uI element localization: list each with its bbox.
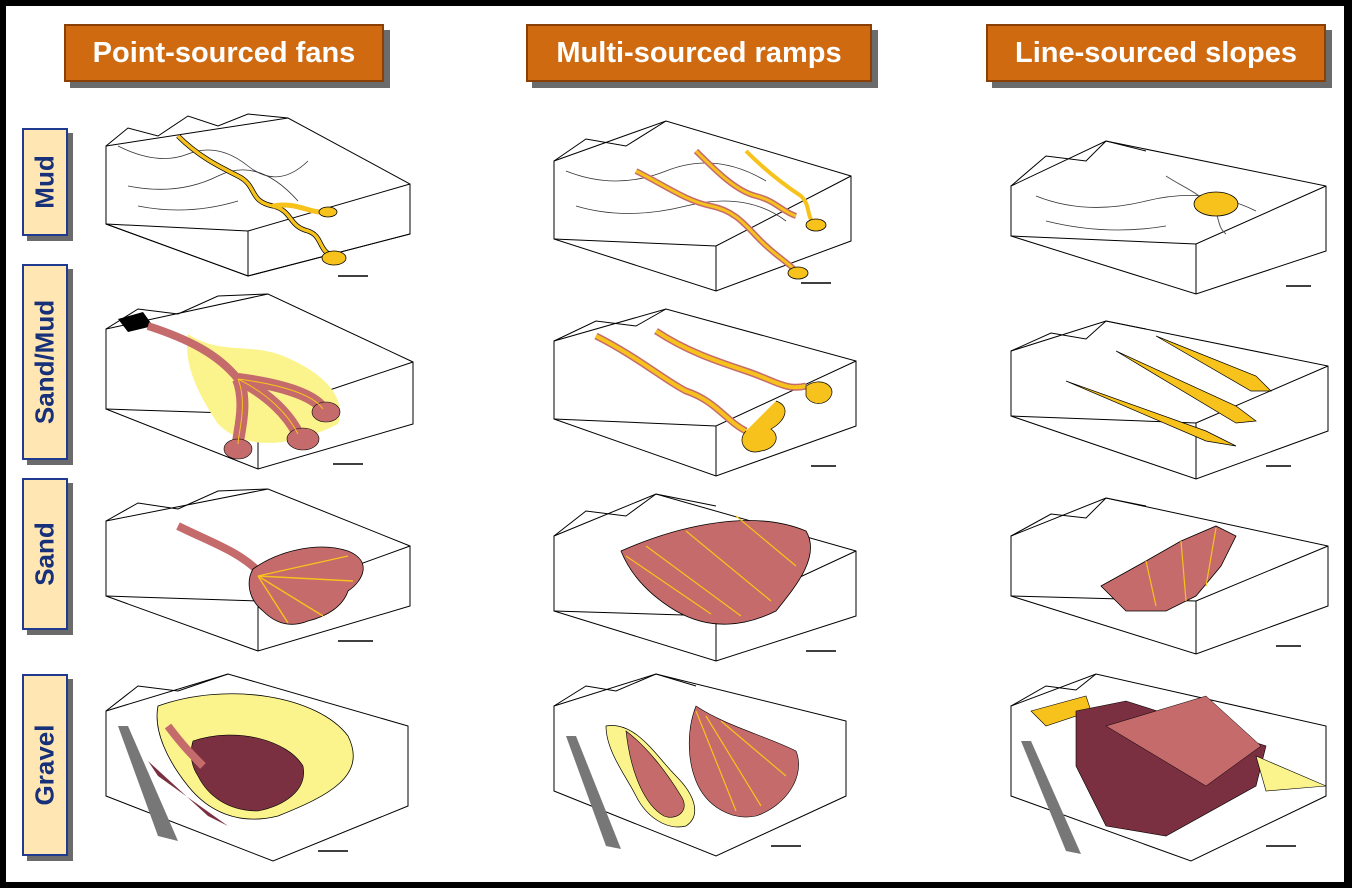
figure-frame: Point-sourced fans Multi-sourced ramps L…	[6, 6, 1344, 882]
row-label-gravel: Gravel	[22, 674, 68, 856]
block-diagram-gravel-line-sourced-slope	[1010, 673, 1327, 862]
block-diagram-mud-point-sourced-fan	[105, 113, 411, 277]
row-label-sand: Sand	[22, 478, 68, 630]
row-label-sand-mud: Sand/Mud	[22, 264, 68, 460]
block-diagram-sand-multi-sourced-ramp	[553, 493, 857, 662]
row-label-mud: Mud	[22, 128, 68, 236]
column-header-multi-sourced-ramps: Multi-sourced ramps	[526, 24, 872, 82]
column-header-line-sourced-slopes: Line-sourced slopes	[986, 24, 1326, 82]
block-diagram-gravel-point-sourced-fan	[105, 673, 409, 862]
block-diagram-sand-mud-point-sourced-fan	[105, 293, 414, 470]
block-diagram-sand-point-sourced-fan	[105, 488, 411, 652]
block-diagram-sand-mud-multi-sourced-ramp	[553, 308, 857, 477]
block-diagram-mud-line-sourced-slope	[1010, 140, 1327, 295]
block-diagram-sand-line-sourced-slope	[1010, 497, 1329, 655]
column-header-point-sourced-fans: Point-sourced fans	[64, 24, 384, 82]
block-diagram-mud-multi-sourced-ramp	[553, 120, 852, 292]
block-diagram-gravel-multi-sourced-ramp	[553, 673, 847, 857]
block-diagram-sand-mud-line-sourced-slope	[1010, 320, 1329, 480]
